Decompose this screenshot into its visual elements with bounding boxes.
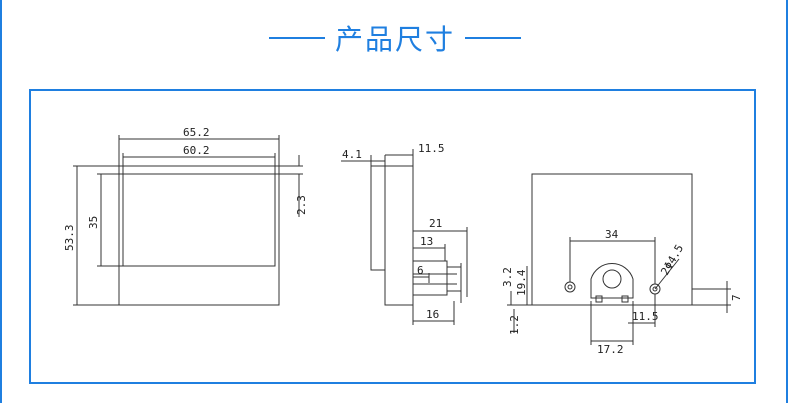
front-dim-offset: 2.3 (295, 195, 308, 215)
side-dim-13: 13 (420, 235, 433, 248)
drawing-frame: 65.2 60.2 2.3 53.3 35 4.1 11.5 21 13 6 1… (29, 89, 756, 384)
back-dim-3-2: 3.2 (501, 267, 514, 287)
page-title: 产品尺寸 (334, 23, 455, 56)
title-left-rule (268, 37, 325, 39)
front-inner-window (122, 173, 276, 267)
side-dim-6: 6 (417, 264, 424, 277)
center-connector-outline (590, 263, 634, 299)
front-outer-frame (118, 165, 280, 306)
back-dim-11-5: 11.5 (632, 310, 659, 323)
front-dim-outer-height: 53.3 (63, 225, 76, 252)
technical-drawing: 65.2 60.2 2.3 53.3 35 4.1 11.5 21 13 6 1… (63, 126, 743, 356)
back-dim-19-4: 19.4 (515, 269, 528, 296)
front-view (73, 135, 303, 306)
left-mount-hole (564, 281, 576, 293)
side-dim-21: 21 (429, 217, 442, 230)
side-dim-flange: 4.1 (342, 148, 362, 161)
front-dim-outer-width: 65.2 (183, 126, 210, 139)
back-dim-hole-diameter: 2Φ4.5 (658, 242, 686, 277)
side-flange (370, 165, 386, 271)
section-header: 产品尺寸 (0, 18, 790, 66)
side-dim-16: 16 (426, 308, 439, 321)
back-dim-hole-spacing: 34 (605, 228, 619, 241)
side-dim-depth: 11.5 (418, 142, 445, 155)
back-dim-1-2: 1.2 (508, 315, 521, 335)
front-dim-inner-height: 35 (87, 216, 100, 229)
back-view (507, 173, 731, 345)
title-right-rule (465, 37, 522, 39)
back-dim-7: 7 (730, 294, 743, 301)
back-dim-17-2: 17.2 (597, 343, 624, 356)
side-body (384, 165, 414, 306)
front-dim-inner-width: 60.2 (183, 144, 210, 157)
back-housing (531, 173, 693, 306)
side-connector (412, 260, 448, 296)
side-view (341, 149, 468, 325)
